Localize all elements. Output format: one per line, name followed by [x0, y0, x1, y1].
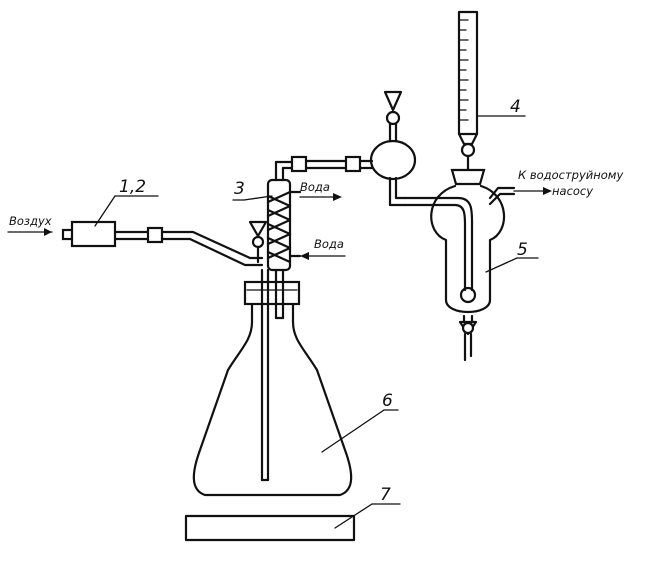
callout-3: 3 — [234, 179, 245, 199]
inlet-tube — [260, 268, 270, 482]
callout-7: 7 — [380, 485, 391, 505]
conical-flask — [192, 280, 353, 497]
air-label: Воздух — [9, 214, 52, 228]
water-out-label: Вода — [300, 180, 330, 194]
callout-1-2: 1,2 — [119, 177, 146, 197]
coil-condenser — [266, 160, 302, 320]
inlet-stopcock — [248, 220, 268, 264]
callout-6: 6 — [382, 391, 393, 411]
pump-label-line2: насосу — [552, 184, 593, 198]
base-plate — [184, 514, 356, 542]
callout-5: 5 — [517, 240, 528, 260]
flowmeter — [70, 220, 117, 248]
burette — [457, 10, 479, 172]
connecting-tube — [274, 155, 374, 173]
pump-label-line1: К водоструйному — [518, 168, 623, 182]
water-in-label: Вода — [314, 237, 344, 251]
leader-lines — [94, 115, 539, 529]
absorber-vessel — [403, 168, 516, 362]
reservoir-bulb — [369, 90, 417, 207]
callout-4: 4 — [510, 97, 521, 117]
air-line — [7, 220, 264, 267]
